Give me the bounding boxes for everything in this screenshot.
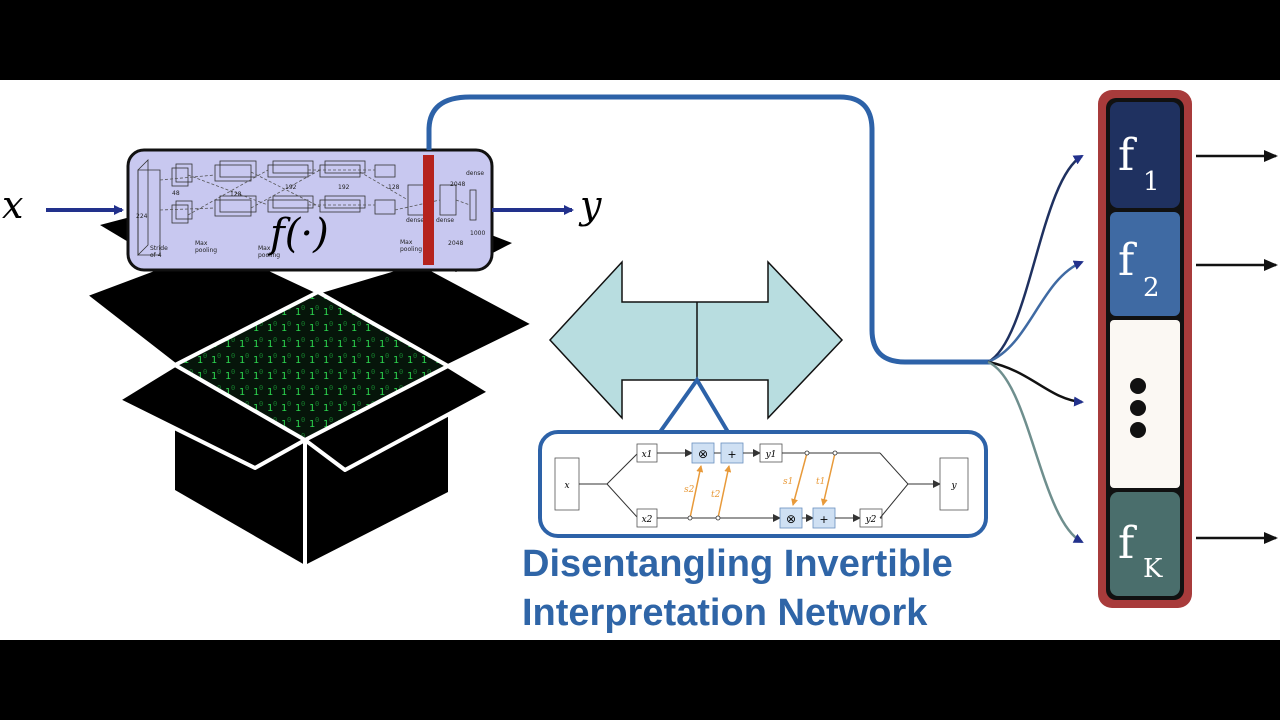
svg-text:+: + [819, 513, 828, 526]
box-flap-front-right [303, 364, 492, 472]
feature-stack: f 1 f 2 f K [1098, 90, 1192, 608]
feature-f2-sub: 2 [1143, 273, 1160, 303]
svg-text:y1: y1 [765, 450, 777, 460]
feature-fk-base: f [1118, 518, 1137, 569]
svg-text:1000: 1000 [470, 230, 485, 237]
feature-f1 [1110, 102, 1180, 208]
feature-f2-base: f [1118, 235, 1137, 286]
feature-output-arrows [1196, 150, 1278, 544]
representation-route-line [426, 94, 990, 365]
feature-f1-sub: 1 [1143, 167, 1160, 197]
alexnet-sketch [137, 159, 477, 256]
svg-text:192: 192 [338, 184, 350, 191]
svg-text:pooling: pooling [195, 247, 217, 254]
output-y-label: y [578, 183, 602, 227]
input-x-label: x [2, 183, 23, 227]
svg-text:Max: Max [195, 240, 208, 247]
box-flap-right [316, 260, 536, 368]
svg-text:pooling: pooling [258, 252, 280, 259]
caption-line-1: Disentangling Invertible [522, 543, 953, 585]
inn-output-box [939, 457, 969, 511]
ellipsis-dot [1130, 400, 1146, 416]
cut-layer-bar [423, 155, 434, 265]
svg-text:2048: 2048 [448, 240, 463, 247]
feature-ellipsis [1110, 320, 1180, 488]
function-label: f(·) [267, 211, 329, 257]
svg-text:x2: x2 [642, 515, 653, 525]
fanout-arrows [987, 154, 1084, 544]
svg-text:48: 48 [172, 190, 180, 197]
bottom-letterbox [0, 640, 1280, 720]
svg-text:2048: 2048 [450, 181, 465, 188]
svg-text:pooling: pooling [400, 246, 422, 253]
svg-text:128: 128 [230, 191, 242, 198]
feature-fk [1110, 492, 1180, 596]
svg-text:x1: x1 [642, 450, 653, 460]
svg-text:s1: s1 [783, 477, 793, 487]
svg-text:t1: t1 [816, 477, 825, 487]
inn-input-box [554, 457, 580, 511]
box-flap-front [116, 363, 307, 470]
callout-connector [658, 376, 730, 434]
svg-text:+: + [727, 448, 736, 461]
svg-text:224: 224 [136, 213, 148, 220]
svg-text:dense: dense [406, 217, 424, 224]
feature-fk-sub: K [1143, 554, 1163, 584]
svg-text:Max: Max [258, 245, 271, 252]
inn-diagram: x x1 x2 ⊗ + y1 ⊗ + y2 [538, 430, 988, 538]
ellipsis-dot [1130, 422, 1146, 438]
feature-f2 [1110, 212, 1180, 316]
svg-text:Max: Max [400, 239, 413, 246]
top-letterbox [0, 0, 1280, 80]
svg-text:dense: dense [436, 217, 454, 224]
double-arrow [548, 260, 844, 420]
svg-text:x: x [564, 481, 569, 491]
svg-text:s2: s2 [684, 485, 695, 495]
feature-f1-base: f [1118, 130, 1137, 181]
svg-text:y: y [950, 481, 957, 491]
svg-text:192: 192 [285, 184, 297, 191]
svg-text:⊗: ⊗ [698, 447, 708, 461]
svg-text:128: 128 [388, 184, 400, 191]
svg-text:Stride: Stride [150, 245, 168, 252]
svg-text:t2: t2 [711, 490, 721, 500]
svg-text:dense: dense [466, 170, 484, 177]
svg-text:of 4: of 4 [150, 252, 162, 259]
svg-text:⊗: ⊗ [786, 512, 796, 526]
caption-line-2: Interpretation Network [522, 592, 928, 634]
svg-text:y2: y2 [865, 515, 877, 525]
ellipsis-dot [1130, 378, 1146, 394]
